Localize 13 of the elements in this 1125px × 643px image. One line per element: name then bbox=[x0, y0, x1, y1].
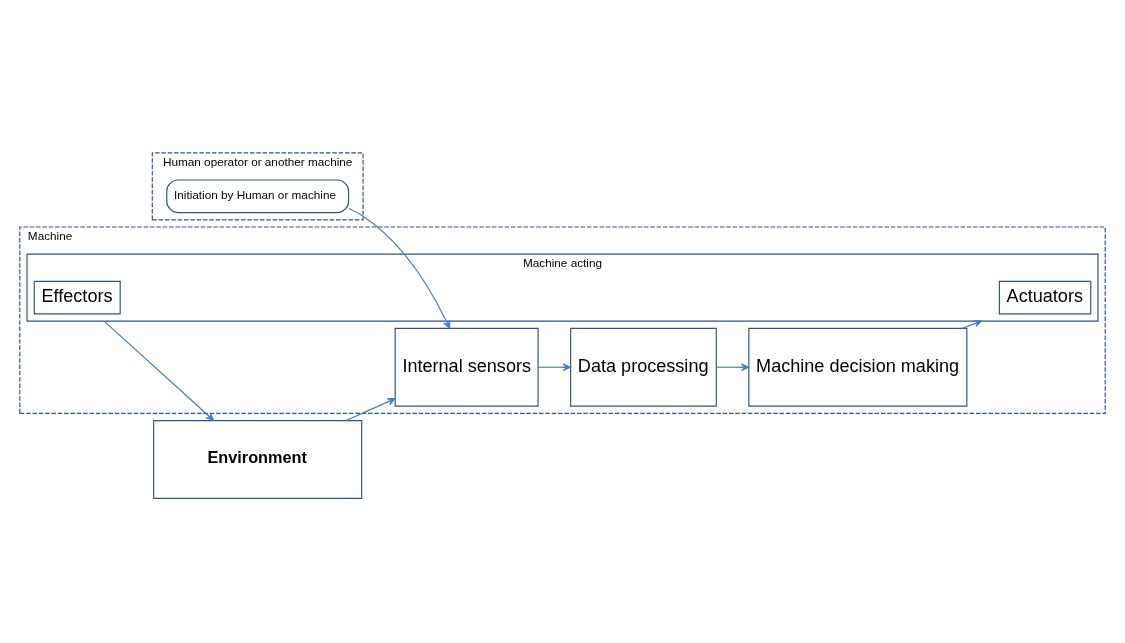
arrow bbox=[348, 207, 451, 329]
node-box: Initiation by Human or machine bbox=[166, 178, 350, 213]
arrow bbox=[345, 397, 396, 421]
node-box: Environment bbox=[153, 419, 363, 499]
arrow bbox=[961, 319, 983, 329]
node-box: Effectors bbox=[33, 280, 121, 314]
arrow bbox=[537, 362, 572, 371]
arrow bbox=[715, 362, 750, 371]
node-box: Actuators bbox=[998, 280, 1092, 314]
node-box: Internal sensors bbox=[394, 327, 539, 407]
node-box: Data processing bbox=[570, 327, 717, 407]
arrow bbox=[103, 320, 215, 421]
node-box: Machine decision making bbox=[748, 327, 968, 407]
